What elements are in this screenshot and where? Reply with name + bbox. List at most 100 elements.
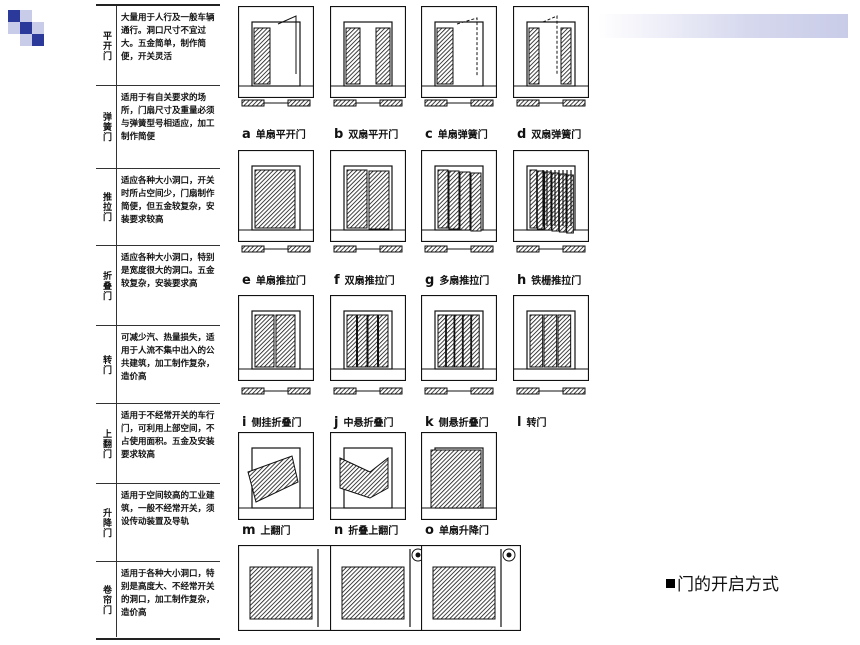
caption-letter: d [517,127,527,142]
door-type-name-text: 上翻门 [101,428,111,459]
caption-letter: n [334,523,344,538]
deco-square-4 [20,22,32,34]
caption-text: 单扇升降门 [438,526,489,537]
door-diagram [421,6,497,98]
door-type-description: 适用于有自关要求的场所，门扇尺寸及重量必须与弹簧型号相适应，加工制作简便 [121,93,215,142]
deco-square-7 [32,34,44,46]
caption-text: 双扇推拉门 [344,276,395,287]
caption-letter: m [242,523,256,538]
door-type-description: 适用于空间较高的工业建筑，一般不经常开关，须设传动装置及导轨 [121,491,215,527]
door-diagram [421,432,497,520]
table-row: 推拉门适应各种大小洞口，开关时所占空间少，门扇制作简便，但五金较复杂，安装要求较… [96,169,220,246]
door-diagram [421,545,521,631]
door-plan [238,382,314,402]
caption-text: 折叠上翻门 [348,526,399,537]
deco-square-5 [32,22,44,34]
caption-letter: b [334,127,344,142]
door-diagram [330,6,406,98]
door-type-name-text: 折叠门 [101,270,111,301]
deco-square-2 [20,10,32,22]
door-type-description: 适用于各种大小洞口，特别是高度大、不经常开关的洞口，加工制作复杂，造价高 [121,569,215,618]
deco-square-6 [20,34,32,46]
caption-letter: a [242,127,251,142]
door-type-name-text: 平开门 [101,30,111,61]
diagram-caption: i 侧挂折叠门 [242,414,301,430]
diagram-caption: h 铁栅推拉门 [517,272,581,288]
door-diagram [330,295,406,381]
door-diagram [513,295,589,381]
door-type-name: 转门 [96,326,117,403]
diagram-caption: f 双扇推拉门 [334,272,395,288]
door-type-name: 平开门 [96,6,117,85]
door-type-name: 卷帘门 [96,562,117,637]
caption-text: 双扇弹簧门 [531,130,582,141]
caption-letter: f [334,273,340,288]
caption-letter: g [425,273,435,288]
table-row: 卷帘门适用于各种大小洞口，特别是高度大、不经常开关的洞口，加工制作复杂，造价高 [96,562,220,637]
door-diagram [330,150,406,242]
door-diagram [238,150,314,242]
door-type-description: 大量用于人行及一般车辆通行。洞口尺寸不宜过大。五金简单，制作简便，开关灵活 [121,13,215,62]
caption-letter: e [242,273,251,288]
door-plan [513,240,589,260]
table-row: 折叠门适应各种大小洞口，特别是宽度很大的洞口。五金较复杂，安装要求高 [96,246,220,326]
deco-square-1 [8,10,20,22]
door-type-description: 可减少汽、热量损失，适用于人流不集中出入的公共建筑，加工制作复杂，造价高 [121,333,215,382]
table-row: 上翻门适用于不经常开关的车行门，可利用上部空间，不占使用面积。五金及安装要求较高 [96,404,220,484]
door-type-description: 适应各种大小洞口，开关时所占空间少，门扇制作简便，但五金较复杂，安装要求较高 [121,176,215,225]
door-plan [238,94,314,114]
diagram-caption: d 双扇弹簧门 [517,126,581,142]
table-row: 弹簧门适用于有自关要求的场所，门扇尺寸及重量必须与弹簧型号相适应，加工制作简便 [96,86,220,169]
caption-letter: j [334,415,339,430]
caption-letter: i [242,415,247,430]
bullet-square-icon [666,579,675,588]
caption-letter: h [517,273,527,288]
door-type-name: 折叠门 [96,246,117,325]
door-type-name: 弹簧门 [96,86,117,168]
door-plan [513,94,589,114]
slide-title: 门的开启方式 [666,570,779,595]
door-plan [421,94,497,114]
diagram-caption: k 侧悬折叠门 [425,414,489,430]
door-type-name: 升降门 [96,484,117,561]
door-plan [238,240,314,260]
table-row: 升降门适用于空间较高的工业建筑，一般不经常开关，须设传动装置及导轨 [96,484,220,562]
caption-text: 侧悬折叠门 [438,418,489,429]
caption-text: 侧挂折叠门 [251,418,302,429]
caption-letter: l [517,415,522,430]
door-type-name: 推拉门 [96,169,117,245]
door-diagram [238,6,314,98]
door-type-name-text: 卷帘门 [101,584,111,615]
diagram-caption: m 上翻门 [242,522,291,538]
door-plan [330,382,406,402]
diagram-caption: n 折叠上翻门 [334,522,398,538]
door-diagram [513,150,589,242]
door-plan [330,94,406,114]
door-diagram [238,295,314,381]
door-diagram [421,150,497,242]
door-type-description: 适应各种大小洞口，特别是宽度很大的洞口。五金较复杂，安装要求高 [121,253,215,289]
door-type-table: 平开门大量用于人行及一般车辆通行。洞口尺寸不宜过大。五金简单，制作简便，开关灵活… [96,4,220,640]
door-type-name-text: 推拉门 [101,192,111,222]
door-diagram [330,432,406,520]
caption-letter: k [425,415,434,430]
door-diagram [238,432,314,520]
door-diagram [513,6,589,98]
door-type-name: 上翻门 [96,404,117,483]
table-row: 转门可减少汽、热量损失，适用于人流不集中出入的公共建筑，加工制作复杂，造价高 [96,326,220,404]
door-plan [421,382,497,402]
caption-text: 双扇平开门 [348,130,399,141]
door-plan [421,240,497,260]
door-type-name-text: 升降门 [101,507,111,538]
caption-text: 上翻门 [260,526,291,537]
door-type-name-text: 转门 [101,354,111,375]
caption-text: 铁栅推拉门 [531,276,582,287]
caption-text: 转门 [526,418,547,429]
caption-text: 单扇平开门 [255,130,306,141]
door-type-description: 适用于不经常开关的车行门，可利用上部空间，不占使用面积。五金及安装要求较高 [121,411,215,460]
